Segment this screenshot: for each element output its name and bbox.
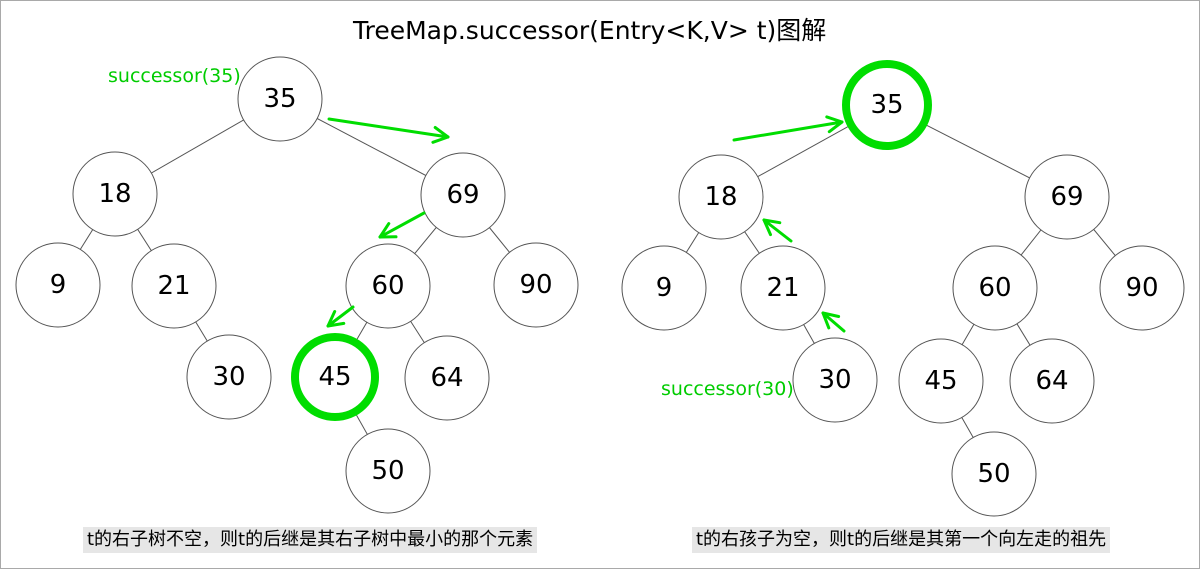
left-node-64: 64 <box>404 335 490 421</box>
node-circle <box>131 243 217 329</box>
node-value: 35 <box>870 90 903 120</box>
right-node-60: 60 <box>952 245 1038 331</box>
node-value: 50 <box>977 459 1010 489</box>
node-circle <box>740 245 826 331</box>
node-value: 69 <box>1050 182 1083 212</box>
node-circle <box>1024 154 1110 240</box>
node-value: 90 <box>519 270 552 300</box>
node-circle <box>951 431 1037 517</box>
node-circle <box>15 242 101 328</box>
left-node-45-highlighted: 45 <box>291 333 379 421</box>
node-circle <box>186 334 272 420</box>
node-circle <box>345 243 431 329</box>
node-value: 69 <box>446 180 479 210</box>
node-value: 90 <box>1125 273 1158 303</box>
node-circle <box>898 338 984 424</box>
left-node-18: 18 <box>72 151 158 237</box>
right-node-21: 21 <box>740 245 826 331</box>
left-tree: 35 18 69 9 21 30 <box>15 56 579 514</box>
right-node-45: 45 <box>898 338 984 424</box>
node-value: 18 <box>98 179 131 209</box>
left-node-21: 21 <box>131 243 217 329</box>
node-circle <box>345 428 431 514</box>
arrow-line <box>821 311 846 333</box>
node-value: 50 <box>371 456 404 486</box>
successor-arrow-21-to-18 <box>762 218 793 243</box>
node-circle <box>792 337 878 423</box>
successor-arrow-35-to-69 <box>327 117 450 144</box>
right-node-90: 90 <box>1099 245 1185 331</box>
right-node-30: 30 <box>792 337 878 423</box>
right-node-50: 50 <box>951 431 1037 517</box>
node-value: 64 <box>1035 366 1068 396</box>
node-value: 45 <box>318 362 351 392</box>
arrow-line <box>732 120 844 142</box>
node-value: 35 <box>263 84 296 114</box>
arrow-head-icon <box>378 222 398 239</box>
right-node-64: 64 <box>1009 338 1095 424</box>
node-value: 45 <box>924 366 957 396</box>
arrow-line <box>326 305 355 328</box>
node-value: 21 <box>157 271 190 301</box>
right-node-9: 9 <box>621 245 707 331</box>
successor-annotation-right: successor(30) <box>661 378 794 400</box>
diagram-title: TreeMap.successor(Entry<K,V> t)图解 <box>353 16 827 45</box>
successor-arrow-69-to-60 <box>378 211 426 239</box>
successor-arrow-60-to-45 <box>326 305 355 328</box>
left-node-60: 60 <box>345 243 431 329</box>
arrow-line <box>378 211 426 239</box>
left-tree-caption: t的右子树不空，则t的后继是其右子树中最小的那个元素 <box>83 527 538 553</box>
highlight-ring <box>291 333 379 421</box>
successor-arrow-into-35 <box>732 115 844 142</box>
arrow-head-icon <box>825 115 844 134</box>
arrow-head-icon <box>762 218 782 237</box>
left-node-50: 50 <box>345 428 431 514</box>
right-node-69: 69 <box>1024 154 1110 240</box>
successor-arrow-30-to-21 <box>821 311 846 333</box>
node-circle <box>1099 245 1185 331</box>
node-circle <box>952 245 1038 331</box>
left-node-30: 30 <box>186 334 272 420</box>
node-value: 64 <box>430 363 463 393</box>
successor-annotation-left: successor(35) <box>108 65 241 87</box>
node-value: 9 <box>50 270 67 300</box>
right-tree-caption: t的右孩子为空，则t的后继是其第一个向左走的祖先 <box>692 527 1111 553</box>
node-circle <box>678 154 764 240</box>
left-node-69: 69 <box>420 152 506 238</box>
node-circle <box>72 151 158 237</box>
right-node-18: 18 <box>678 154 764 240</box>
right-node-35-highlighted: 35 <box>842 60 932 150</box>
left-node-90: 90 <box>493 242 579 328</box>
node-circle <box>420 152 506 238</box>
node-value: 21 <box>766 273 799 303</box>
arrow-line <box>762 218 793 243</box>
node-circle <box>237 56 323 142</box>
highlight-ring <box>842 60 932 150</box>
right-tree: 35 18 69 9 21 30 <box>621 60 1185 517</box>
node-circle <box>493 242 579 328</box>
node-value: 18 <box>704 182 737 212</box>
node-value: 60 <box>371 271 404 301</box>
node-circle <box>404 335 490 421</box>
node-value: 9 <box>656 273 673 303</box>
node-value: 30 <box>818 365 851 395</box>
node-value: 30 <box>212 362 245 392</box>
arrow-head-icon <box>326 310 346 328</box>
node-circle <box>621 245 707 331</box>
node-value: 60 <box>978 273 1011 303</box>
arrow-head-icon <box>431 126 450 144</box>
node-circle <box>1009 338 1095 424</box>
arrow-line <box>327 117 450 139</box>
arrow-head-icon <box>821 311 841 330</box>
left-node-35: 35 <box>237 56 323 142</box>
left-node-9: 9 <box>15 242 101 328</box>
